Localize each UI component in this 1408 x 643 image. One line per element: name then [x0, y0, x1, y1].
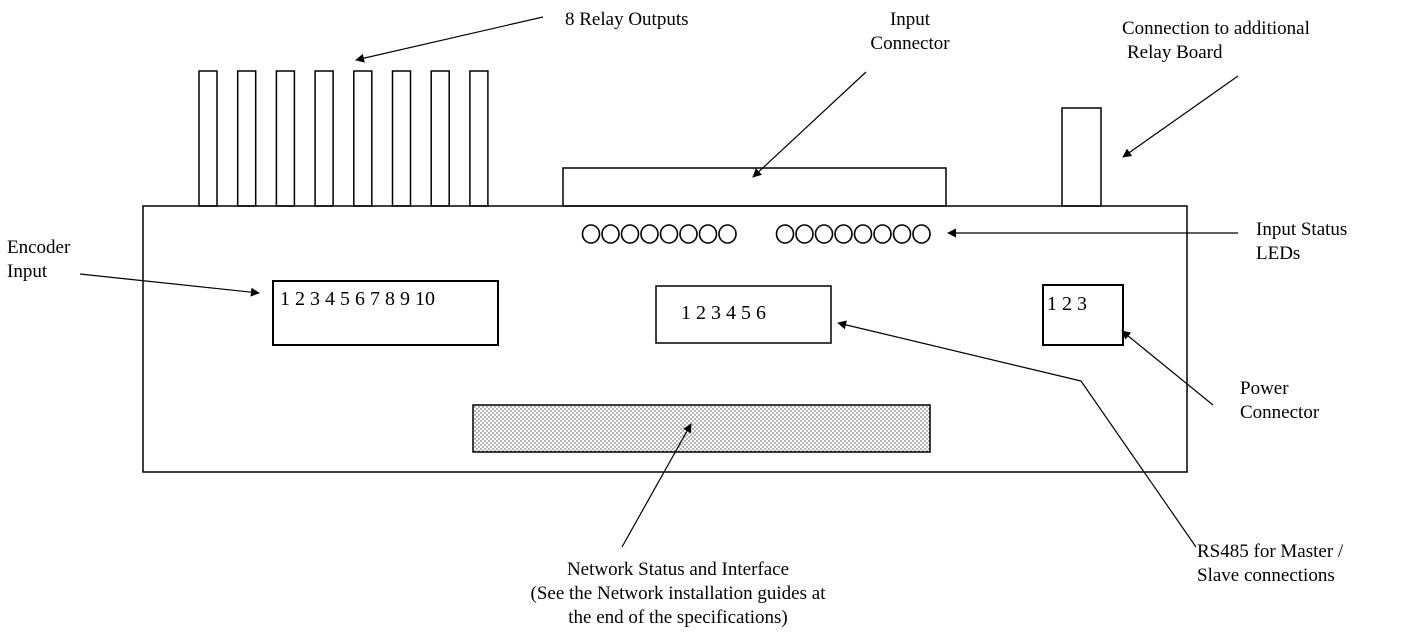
- input-led-15: [892, 224, 912, 244]
- input-led-11: [814, 224, 834, 244]
- relay-outputs: [198, 70, 489, 207]
- encoder-pin-numbers: 1 2 3 4 5 6 7 8 9 10: [280, 288, 435, 310]
- input-status-leds: [581, 224, 931, 244]
- input-led-12: [834, 224, 853, 244]
- additional-relay-label: Connection to additional Relay Board: [1122, 18, 1310, 63]
- input-led-14: [873, 224, 892, 244]
- power-connector-label: Power Connector: [1240, 378, 1320, 423]
- input-led-7: [698, 224, 718, 244]
- input-led-10: [795, 224, 814, 244]
- input-led-4: [640, 224, 659, 244]
- input-led-2: [601, 224, 620, 244]
- input-led-9: [775, 224, 795, 244]
- rs485-leader: [1080, 380, 1197, 548]
- rs485-pin-numbers: 1 2 3 4 5 6: [681, 302, 766, 324]
- network-arrow: [621, 423, 692, 548]
- network-label: Network Status and Interface (See the Ne…: [530, 559, 826, 628]
- relay-output-4: [314, 70, 334, 207]
- rs485-arrow: [837, 320, 1082, 382]
- input-connector: [562, 167, 947, 207]
- additional-relay-arrow: [1122, 75, 1239, 158]
- relay-outputs-label: 8 Relay Outputs: [565, 9, 689, 30]
- input-led-5: [659, 224, 679, 244]
- input-led-3: [620, 224, 640, 244]
- input-led-1: [581, 224, 601, 244]
- input-status-leds-label: Input Status LEDs: [1256, 219, 1348, 264]
- input-connector-arrow: [752, 71, 867, 178]
- encoder-input-label: Encoder Input: [7, 237, 71, 282]
- relay-output-3: [275, 70, 296, 207]
- relay-outputs-arrow: [355, 16, 544, 63]
- input-led-16: [912, 224, 931, 244]
- relay-output-6: [391, 70, 412, 207]
- power-connector-arrow: [1121, 330, 1214, 406]
- relay-output-7: [430, 70, 450, 207]
- input-led-13: [853, 224, 873, 244]
- rs485-label: RS485 for Master / Slave connections: [1197, 541, 1344, 586]
- power-connector: [1042, 284, 1124, 346]
- relay-output-2: [236, 70, 257, 207]
- main-board: [142, 205, 1188, 473]
- encoder-input-connector: [272, 280, 499, 346]
- network-status-interface: [472, 404, 931, 453]
- input-led-6: [679, 224, 698, 244]
- additional-relay-connector: [1061, 107, 1102, 207]
- relay-output-1: [198, 70, 218, 207]
- encoder-input-arrow: [79, 273, 260, 297]
- rs485-connector: [655, 285, 832, 344]
- relay-output-5: [353, 70, 373, 207]
- input-connector-label: Input Connector: [870, 9, 950, 54]
- power-pin-numbers: 1 2 3: [1047, 293, 1087, 315]
- relay-output-8: [469, 70, 489, 207]
- input-led-8: [718, 224, 737, 244]
